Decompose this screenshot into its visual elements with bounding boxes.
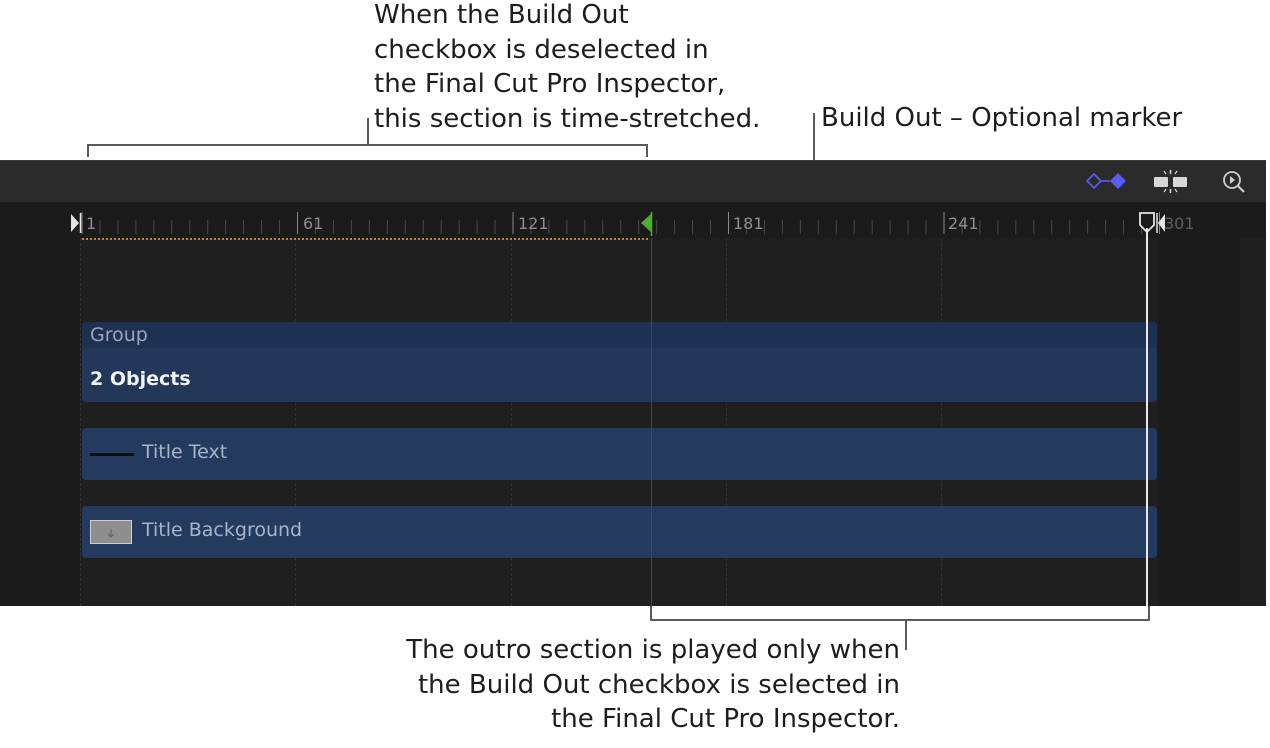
grid-line-241 (941, 238, 942, 606)
bracket-bottom-tick-right (1148, 606, 1150, 620)
track-area-right-margin (1158, 238, 1240, 606)
bracket-left-leader (367, 118, 369, 145)
title-text-label: Title Text (142, 441, 228, 463)
grid-line-1 (80, 238, 81, 606)
zoom-icon[interactable] (1220, 169, 1248, 193)
ruler-ticks (81, 212, 1160, 234)
grid-line-61 (295, 238, 296, 606)
shape-layer-thumbnail-icon (90, 520, 132, 544)
bracket-bottom-leader (905, 620, 907, 650)
callout-time-stretched: When the Build Out checkbox is deselecte… (374, 0, 761, 134)
ruler-label-181: 181 (733, 214, 764, 233)
group-label: Group (90, 324, 148, 346)
ruler-label-121: 121 (518, 214, 549, 233)
timeline-panel: 1 61 121 181 241 301 (0, 160, 1266, 606)
snapping-icon[interactable] (1151, 169, 1191, 193)
title-background-label: Title Background (142, 519, 303, 541)
bracket-left-tick-left (87, 144, 89, 157)
bracket-left-horizontal (87, 144, 648, 146)
group-header (82, 322, 1157, 348)
group-clip[interactable]: Group 2 Objects (82, 322, 1157, 402)
track-area-left-margin (0, 238, 80, 606)
bracket-left-tick-right (646, 144, 648, 157)
build-out-marker-line (651, 238, 652, 606)
grid-line-181 (726, 238, 727, 606)
track-area: Group 2 Objects Title Text Title Backgro… (0, 228, 1266, 606)
callout-outro-section: The outro section is played only when th… (406, 635, 900, 734)
play-range-out-line (1146, 228, 1148, 606)
callout-build-out-marker: Build Out – Optional marker (821, 103, 1183, 133)
timeline-toolbar (0, 160, 1266, 203)
ruler-label-241: 241 (948, 214, 979, 233)
group-object-count: 2 Objects (90, 368, 191, 390)
timeline-ruler[interactable]: 1 61 121 181 241 301 (0, 202, 1266, 238)
ruler-label-1: 1 (86, 214, 97, 233)
play-range-in-icon[interactable] (70, 212, 82, 234)
keyframe-icon[interactable] (1084, 169, 1130, 193)
ruler-label-61: 61 (303, 214, 324, 233)
grid-line-121 (511, 238, 512, 606)
play-range-out-icon[interactable] (1138, 210, 1168, 236)
text-layer-icon (90, 453, 134, 456)
ruler-label-301: 301 (1164, 214, 1195, 233)
bracket-bottom-tick-left (650, 606, 652, 620)
title-text-clip[interactable]: Title Text (82, 428, 1157, 480)
build-out-range-indicator (82, 238, 648, 240)
bracket-bottom-horizontal (650, 619, 1150, 621)
title-background-clip[interactable]: Title Background (82, 506, 1157, 558)
build-out-marker-icon[interactable] (639, 212, 653, 236)
